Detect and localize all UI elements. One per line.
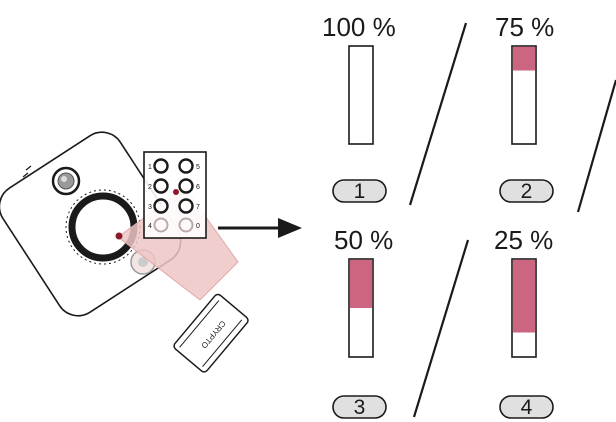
key-label: 1	[148, 164, 152, 171]
divider-lines	[408, 22, 616, 418]
key-fob-icon: CRYPTO	[173, 293, 249, 373]
percent-label-step-2: 75 %	[495, 12, 555, 42]
key-label: 2	[148, 184, 152, 191]
step-badge-4: 4	[499, 395, 554, 419]
divider-line	[412, 239, 470, 418]
level-bar-step-4	[511, 258, 537, 358]
key-label: 0	[196, 223, 200, 230]
step-number: 2	[521, 180, 533, 203]
arrow-right-icon	[218, 218, 302, 238]
step-number: 1	[354, 180, 366, 203]
divider-line	[576, 79, 616, 213]
keypad-buttons-icon: 1 2 3 4 5 6 7 0	[143, 151, 207, 239]
percent-label-step-1: 100 %	[322, 12, 396, 42]
level-bar-fill	[512, 46, 536, 71]
level-bar-step-3	[348, 258, 374, 358]
step-badge-1: 1	[332, 179, 387, 203]
step-number: 4	[521, 396, 533, 419]
level-bar-fill	[349, 259, 373, 308]
key-label: 4	[148, 223, 152, 230]
step-badge-3: 3	[332, 395, 387, 419]
key-label: 5	[196, 164, 200, 171]
led-indicator-icon	[115, 232, 123, 240]
step-badge-2: 2	[499, 179, 554, 203]
step-number: 3	[354, 396, 366, 419]
divider-line	[408, 22, 468, 206]
step-badge-shape	[332, 395, 387, 419]
level-bar-fill	[512, 259, 536, 333]
key-label: 6	[196, 184, 200, 191]
key-label: 3	[148, 204, 152, 211]
level-bar-frame	[348, 45, 374, 145]
percent-label-step-3: 50 %	[334, 225, 394, 255]
level-bar-step-1	[348, 45, 374, 145]
step-badge-shape	[499, 179, 554, 203]
remote-control-device-icon	[0, 131, 182, 317]
step-badge-shape	[499, 395, 554, 419]
level-bar-step-2	[511, 45, 537, 145]
step-badge-shape	[332, 179, 387, 203]
percent-label-step-4: 25 %	[494, 225, 554, 255]
steps-layer: 1 2 3 4	[332, 45, 554, 419]
key-label: 7	[196, 204, 200, 211]
